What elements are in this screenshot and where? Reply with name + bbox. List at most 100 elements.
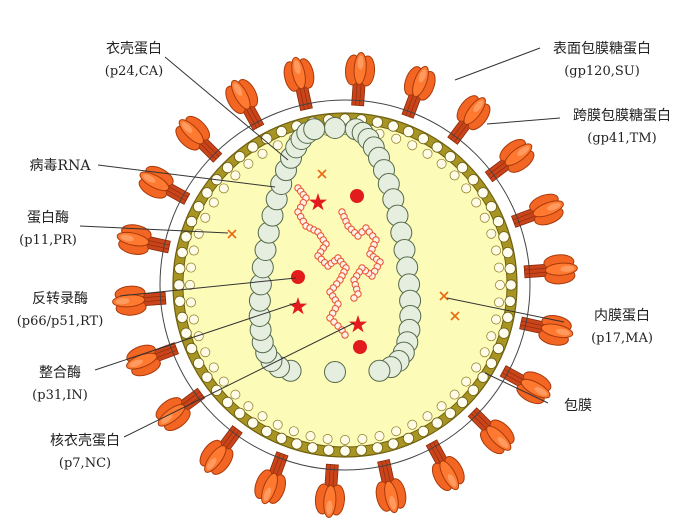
lipid-bead: [477, 371, 489, 383]
lipid-bead: [402, 126, 415, 138]
matrix-bead: [193, 228, 204, 239]
matrix-bead: [186, 262, 196, 273]
lipid-bead: [186, 215, 198, 228]
lipid-bead: [275, 126, 288, 138]
lipid-bead: [261, 425, 273, 437]
matrix-bead: [479, 212, 490, 223]
label-nucleocapsid: 核衣壳蛋白 (p7,NC): [50, 432, 120, 471]
matrix-bead: [407, 140, 418, 151]
label-surface-glycoprotein: 表面包膜糖蛋白 (gp120,SU): [553, 41, 651, 79]
leader-lines: [79, 47, 565, 438]
lipid-bead: [174, 295, 186, 307]
matrix-bead: [491, 314, 502, 325]
matrix-bead: [471, 362, 482, 373]
lipid-bead: [502, 311, 514, 323]
lipid-bead: [193, 201, 205, 213]
protease-code: (p11,PR): [19, 233, 77, 248]
matrix-bead: [218, 376, 229, 387]
lipid-bead: [431, 141, 443, 153]
lipid-bead: [355, 444, 367, 456]
matrix-bead-ring: [185, 125, 505, 445]
lipid-bead: [234, 407, 246, 419]
lipid-bead: [247, 141, 259, 153]
lipid-bead: [371, 442, 383, 454]
capsid-cone: [248, 117, 422, 383]
lipid-bead: [417, 425, 429, 437]
matrix-bead: [288, 426, 299, 437]
matrix-bead: [257, 411, 268, 422]
matrix-bead: [486, 331, 497, 342]
matrix-bead: [436, 158, 447, 169]
spike: [132, 160, 195, 213]
label-capsid: 衣壳蛋白 (p24,CA): [105, 40, 163, 79]
enzyme-dot: [353, 340, 367, 354]
matrix-bead: [449, 170, 460, 181]
capsid-bead: [324, 117, 346, 139]
lipid-bead: [275, 432, 288, 444]
lipid-bead: [498, 327, 510, 339]
capsid-bead: [368, 359, 391, 382]
capsid-label: 衣壳蛋白: [106, 40, 162, 57]
rna-bead: [350, 294, 358, 302]
protease-marks: [227, 169, 460, 321]
spike: [342, 51, 377, 107]
lipid-bead: [174, 263, 186, 275]
matrix-bead: [185, 280, 195, 290]
matrix-bead: [186, 297, 196, 308]
protease-label: 蛋白酶: [27, 210, 69, 226]
spike: [121, 334, 182, 381]
matrix-bead: [479, 347, 490, 358]
matrix-bead: [422, 148, 433, 159]
matrix-bead: [422, 411, 433, 422]
matrix-code: (p17,MA): [591, 331, 653, 346]
lipid-bead: [456, 396, 468, 408]
lipid-bead: [498, 231, 510, 243]
lipid-bead: [492, 342, 504, 355]
lipid-bead: [306, 442, 319, 454]
lipid-bead: [173, 279, 185, 291]
matrix-bead: [200, 347, 211, 358]
lipid-bead: [176, 311, 188, 323]
integrase-star: [288, 297, 308, 315]
lipid-bead: [222, 396, 234, 408]
matrix-bead: [461, 183, 472, 194]
integrase-code: (p31,IN): [32, 388, 88, 403]
label-protease: 蛋白酶 (p11,PR): [19, 210, 77, 248]
enzyme-dot: [291, 270, 305, 284]
matrix-bead: [188, 314, 199, 325]
transmembrane-label: 跨膜包膜糖蛋白: [573, 108, 671, 124]
label-integrase: 整合酶 (p31,IN): [32, 365, 88, 403]
lipid-bead: [505, 279, 517, 291]
viral-rna-strands: [294, 184, 384, 339]
spike: [479, 132, 541, 189]
spike: [495, 357, 558, 410]
matrix-bead: [391, 133, 402, 144]
spike: [508, 189, 569, 236]
matrix-bead: [208, 197, 219, 208]
reverse-tx-label: 反转录酶: [32, 291, 88, 307]
matrix-bead: [200, 212, 211, 223]
matrix-label: 内膜蛋白: [594, 308, 650, 324]
matrix-bead: [218, 183, 229, 194]
capsid-bead: [324, 361, 346, 383]
label-transmembrane: 跨膜包膜糖蛋白 (gp41,TM): [573, 108, 671, 146]
matrix-bead: [491, 245, 502, 256]
lipid-bead: [261, 133, 273, 145]
spike: [461, 401, 521, 461]
matrix-bead: [495, 280, 505, 290]
lipid-bead: [492, 215, 504, 228]
spike: [522, 253, 579, 287]
transmembrane-code: (gp41,TM): [587, 131, 656, 146]
lipid-bead: [417, 133, 429, 145]
lipid-bead: [504, 263, 516, 275]
spike: [313, 463, 348, 519]
lipid-bead: [431, 417, 443, 429]
spike: [393, 60, 441, 122]
enzymes: [227, 169, 460, 354]
spike: [368, 457, 410, 517]
lipid-bead: [387, 438, 399, 450]
spike: [111, 283, 168, 317]
lipid-bead: [222, 162, 234, 174]
matrix-bead: [243, 401, 254, 412]
